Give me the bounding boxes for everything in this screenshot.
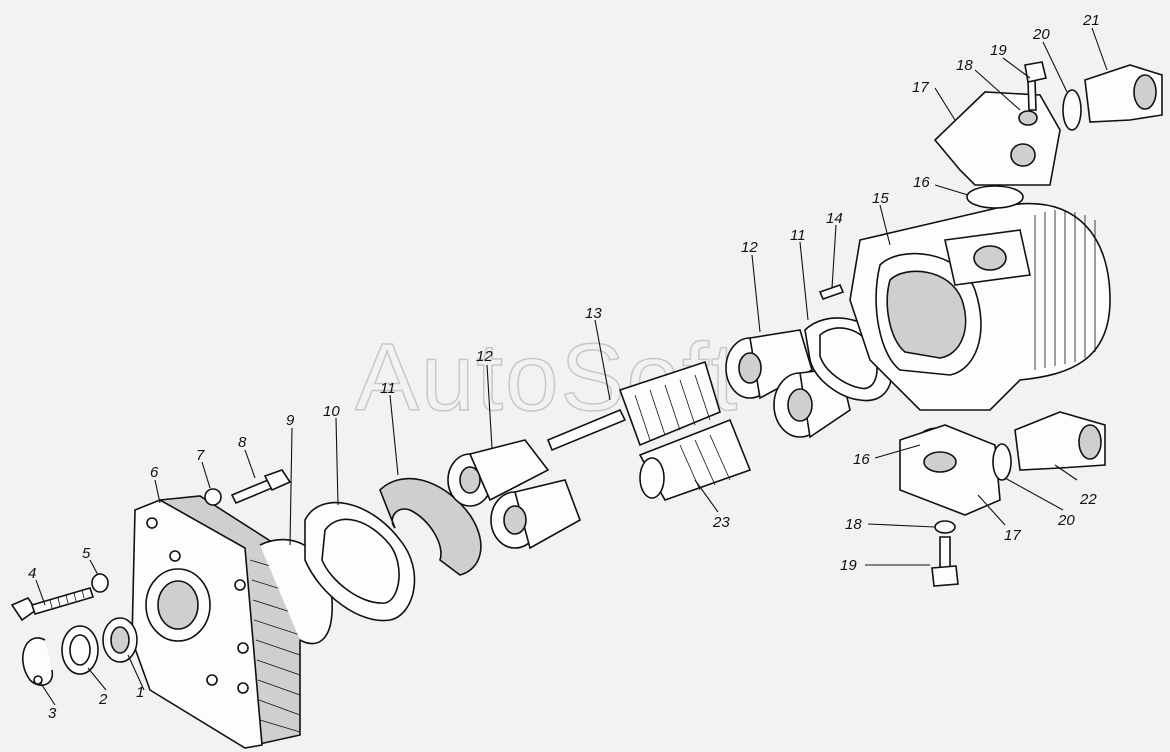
callout-21: 21 [1082, 12, 1100, 29]
o-ring-upper [966, 185, 1024, 209]
driven-gear [638, 418, 752, 501]
drive-gear-shaft [546, 360, 721, 452]
callout-8: 8 [238, 434, 247, 451]
spring-washer [91, 573, 109, 593]
union-fitting-lower [1014, 411, 1106, 471]
callout-5: 5 [82, 545, 91, 562]
callout-20-lower: 20 [1057, 512, 1075, 529]
washer-small [204, 488, 222, 506]
callout-4: 4 [28, 565, 36, 582]
callout-15: 15 [872, 190, 889, 207]
callout-17-lower: 17 [1004, 527, 1021, 544]
callout-18-lower: 18 [845, 516, 862, 533]
separator-plate [379, 477, 482, 576]
banjo-bolt-lower [931, 536, 959, 587]
washer-upper [1062, 89, 1082, 131]
callout-3: 3 [48, 705, 57, 722]
washer-lower-small [934, 520, 956, 534]
union-fitting-upper [1084, 64, 1163, 123]
elbow-fitting-lower [899, 424, 1001, 516]
leader-lines [35, 27, 1108, 706]
callout-13: 13 [585, 305, 602, 322]
callout-1: 1 [136, 684, 144, 701]
callout-16-lower: 16 [853, 451, 870, 468]
callout-6: 6 [150, 464, 159, 481]
callout-17-upper: 17 [912, 79, 929, 96]
callout-19-lower: 19 [840, 557, 857, 574]
callout-14: 14 [826, 210, 843, 227]
banjo-bolt-upper [1024, 61, 1047, 111]
callout-10: 10 [323, 403, 340, 420]
figure-eight-gasket [304, 501, 416, 622]
callout-7: 7 [196, 447, 205, 464]
front-cover-plate [131, 495, 301, 749]
callout-16-upper: 16 [913, 174, 930, 191]
callout-labels: 1 2 3 4 5 6 7 8 9 10 11 12 13 12 11 14 1… [28, 12, 1100, 722]
callout-23: 23 [712, 514, 730, 531]
callout-11-left: 11 [380, 380, 396, 397]
washer-lower [992, 443, 1012, 481]
bearing [102, 617, 138, 663]
sealing-ring [61, 625, 99, 675]
dowel-pin [818, 283, 845, 301]
circlip [21, 637, 54, 686]
callout-11-right: 11 [790, 227, 806, 244]
callout-22: 22 [1079, 491, 1097, 508]
callout-18-upper: 18 [956, 57, 973, 74]
callout-9: 9 [286, 412, 295, 429]
callout-12-right: 12 [741, 239, 758, 256]
elbow-fitting-upper [933, 91, 1061, 186]
bushing-block-left [447, 439, 581, 550]
pump-housing [849, 202, 1111, 411]
bolt-long [10, 587, 95, 622]
callout-19-upper: 19 [990, 42, 1007, 59]
bushing-block-right [725, 329, 851, 439]
callout-12-left: 12 [476, 348, 493, 365]
callout-2: 2 [98, 691, 108, 708]
bolt-short [230, 469, 292, 505]
callout-20-upper: 20 [1032, 26, 1050, 43]
